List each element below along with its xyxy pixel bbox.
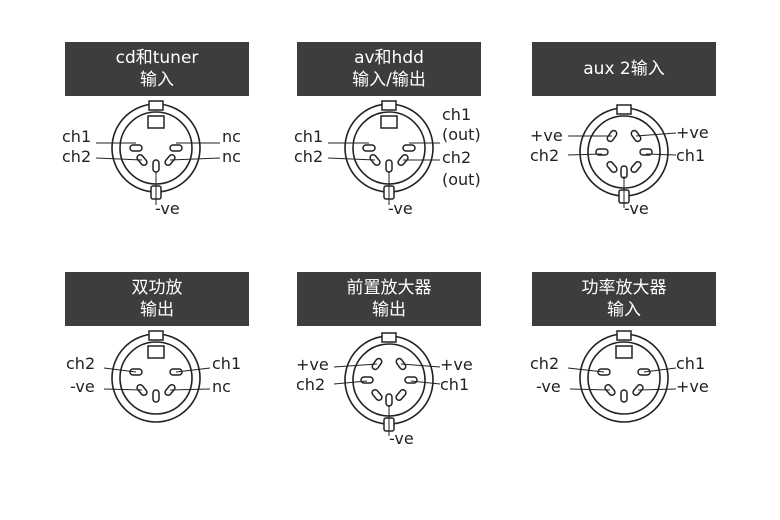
pin-label: +ve [676, 123, 709, 142]
header-line: cd和tuner [115, 48, 199, 68]
pin-label: ch2 [530, 146, 559, 165]
pin-label: ch1 [676, 146, 705, 165]
header-line: 输入/输出 [352, 70, 426, 90]
pin-label: +ve [530, 126, 563, 145]
panel-header-dual-amp-output: 双功放 输出 [65, 272, 249, 326]
pin-label: ch1 [212, 354, 241, 373]
panel-header-preamp-output: 前置放大器 输出 [297, 272, 481, 326]
din-socket-2 [344, 100, 434, 200]
header-line: 输入 [607, 300, 641, 320]
pin-label: -ve [536, 377, 561, 396]
pin-label: -ve [155, 199, 180, 218]
pin-label: -ve [389, 429, 414, 448]
pin-label: ch2 [294, 147, 323, 166]
din-socket-6 [579, 330, 669, 423]
panel-header-aux2-input: aux 2输入 [532, 42, 716, 96]
pin-label: +ve [676, 377, 709, 396]
pin-label: ch2 [442, 148, 471, 167]
header-line: aux 2输入 [583, 59, 665, 79]
pin-label: nc [212, 377, 231, 396]
header-line: 功率放大器 [581, 278, 667, 298]
pin-label: +ve [296, 355, 329, 374]
header-line: 输出 [372, 300, 406, 320]
header-line: 双功放 [131, 278, 183, 298]
pin-label: ch2 [62, 147, 91, 166]
pin-label: ch1 [294, 127, 323, 146]
pin-label: -ve [624, 199, 649, 218]
panel-header-power-amp-input: 功率放大器 输入 [532, 272, 716, 326]
din-socket-1 [111, 100, 201, 200]
pin-label: ch2 [530, 354, 559, 373]
pin-label: (out) [442, 170, 481, 189]
header-line: 输出 [140, 300, 174, 320]
pin-label: nc [222, 147, 241, 166]
pin-label: ch1 [676, 354, 705, 373]
pin-label: +ve [440, 355, 473, 374]
pin-label: (out) [442, 125, 481, 144]
pin-label: -ve [388, 199, 413, 218]
header-line: av和hdd [354, 48, 424, 68]
din-socket-3 [579, 104, 669, 204]
pin-label: ch1 [440, 375, 469, 394]
header-line: 前置放大器 [346, 278, 432, 298]
pin-label: -ve [70, 377, 95, 396]
pin-label: ch2 [296, 375, 325, 394]
panel-header-cd-tuner-input: cd和tuner 输入 [65, 42, 249, 96]
header-line: 输入 [140, 70, 174, 90]
din-socket-4 [111, 330, 201, 423]
pin-label: nc [222, 127, 241, 146]
pin-label: ch1 [62, 127, 91, 146]
panel-header-av-hdd-io: av和hdd 输入/输出 [297, 42, 481, 96]
pin-label: ch2 [66, 354, 95, 373]
pin-label: ch1 [442, 105, 471, 124]
din-socket-5 [344, 332, 434, 432]
